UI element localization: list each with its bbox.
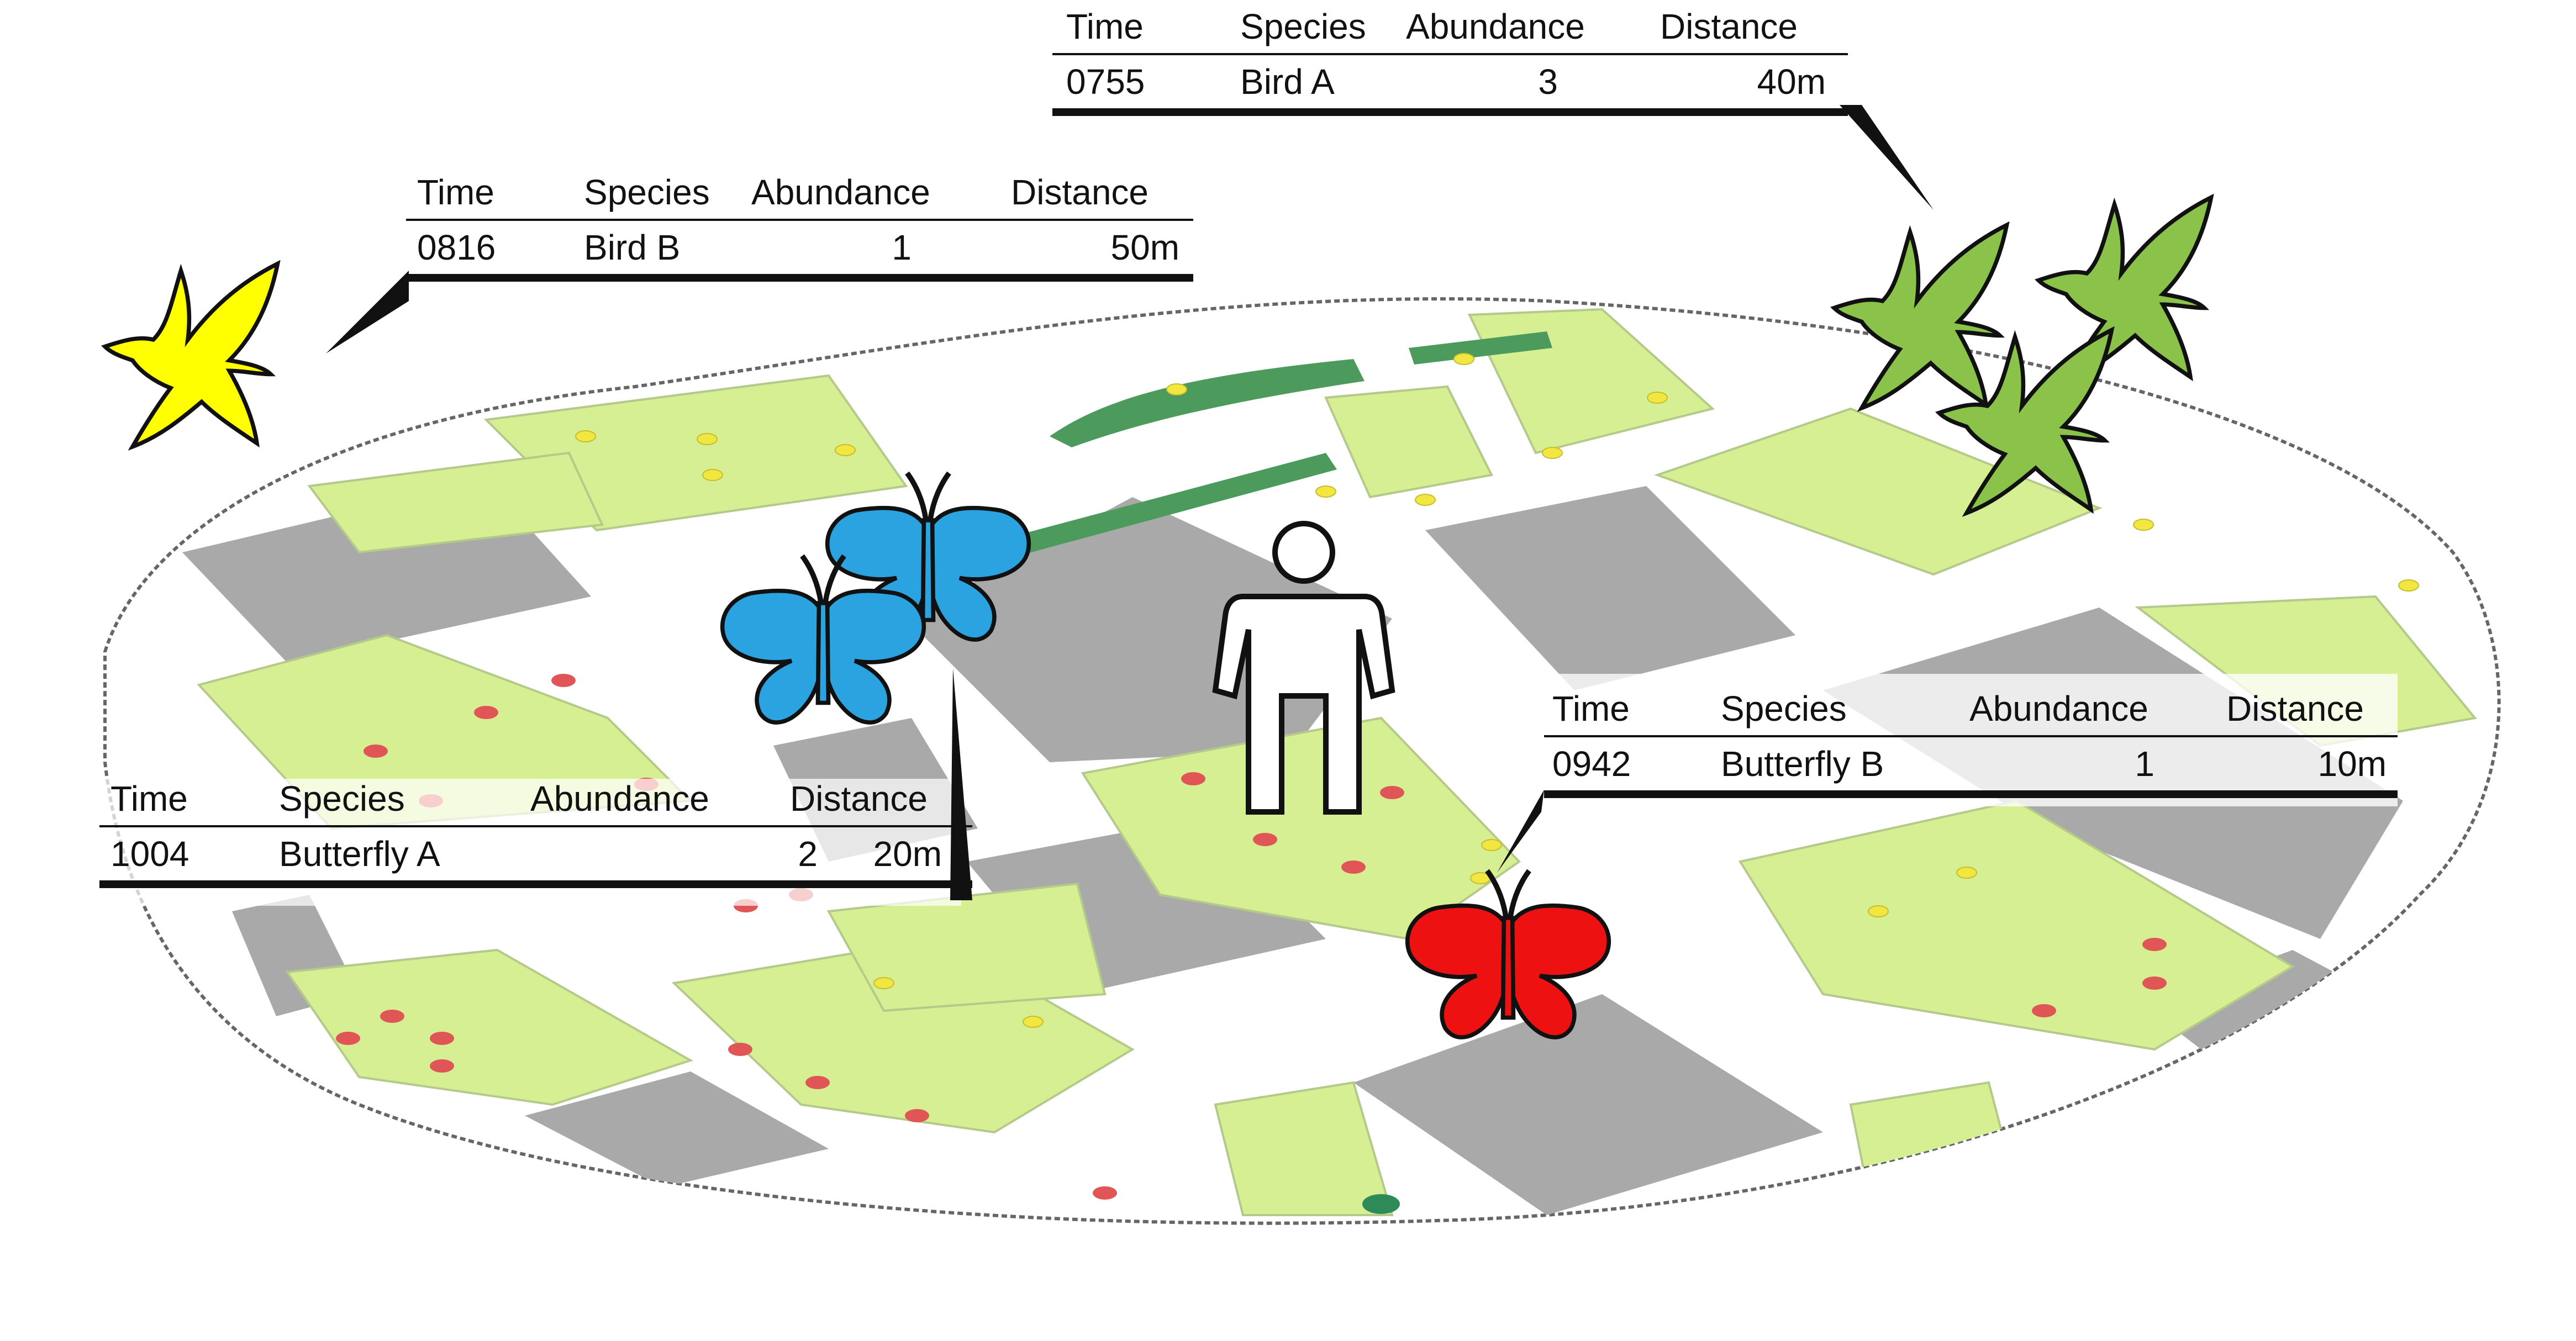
table-bird-b: Time Species Abundance Distance 0816 Bir…: [406, 166, 1193, 282]
park: [285, 948, 693, 1106]
dark-green-strip: [994, 453, 1337, 558]
table-butterfly-b: Time Species Abundance Distance 0942 But…: [1544, 682, 2398, 798]
table-header: Time Species Abundance Distance: [406, 166, 1193, 221]
header-distance: Distance: [1011, 172, 1149, 212]
bird-icon-b: [105, 264, 278, 447]
header-abundance: Abundance: [530, 779, 709, 819]
cell-time: 1004: [110, 834, 189, 874]
header-species: Species: [1240, 7, 1366, 46]
park: [1324, 385, 1493, 499]
park: [1653, 407, 2103, 576]
map-ellipse: [103, 297, 2501, 1225]
building: [2143, 950, 2375, 1077]
cell-abundance: 3: [1538, 62, 1558, 102]
header-distance: Distance: [790, 779, 928, 819]
header-abundance: Abundance: [1406, 7, 1585, 46]
callout-pointer: [950, 668, 972, 900]
park: [826, 882, 1107, 1012]
callout-pointer: [1840, 105, 1934, 210]
cell-abundance: 1: [892, 228, 912, 267]
yellow-dots: [575, 353, 2419, 1028]
table-bird-a: Time Species Abundance Distance 0755 Bir…: [1052, 0, 1848, 116]
cell-species: Bird B: [584, 228, 681, 267]
building: [1425, 486, 1795, 690]
cell-species: Butterfly A: [279, 834, 440, 874]
cell-distance: 10m: [2317, 744, 2387, 784]
header-time: Time: [1066, 7, 1144, 46]
cell-distance: 40m: [1757, 62, 1826, 102]
table-row: 0942 Butterfly B 1 10m: [1544, 737, 2398, 798]
header-species: Species: [584, 172, 710, 212]
header-species: Species: [1721, 689, 1847, 728]
callout-pointer: [1497, 790, 1544, 873]
header-abundance: Abundance: [751, 172, 930, 212]
table-row: 0816 Bird B 1 50m: [406, 221, 1193, 282]
table-row: 1004 Butterfly A 2 20m: [99, 827, 972, 888]
cell-distance: 50m: [1110, 228, 1180, 267]
header-species: Species: [279, 779, 405, 819]
dark-green-dot: [1362, 1194, 1400, 1214]
table-butterfly-a: Time Species Abundance Distance 1004 But…: [99, 772, 972, 888]
bird-icon-a2: [2038, 198, 2211, 381]
park: [1214, 1081, 1394, 1216]
table-row: 0755 Bird A 3 40m: [1052, 55, 1848, 116]
building: [1353, 994, 1823, 1215]
table-shade: [1547, 674, 2398, 806]
table-header: Time Species Abundance Distance: [1544, 682, 2398, 737]
cell-species: Butterfly B: [1721, 744, 1884, 784]
header-distance: Distance: [1660, 7, 1798, 46]
cell-species: Bird A: [1240, 62, 1335, 102]
cell-time: 0942: [1552, 744, 1631, 784]
table-header: Time Species Abundance Distance: [1052, 0, 1848, 55]
building: [525, 1071, 829, 1187]
park: [307, 451, 604, 554]
header-time: Time: [417, 172, 494, 212]
table-header: Time Species Abundance Distance: [99, 772, 972, 827]
dark-green-strip: [1050, 359, 1365, 447]
cell-time: 0755: [1066, 62, 1145, 102]
header-distance: Distance: [2226, 689, 2364, 728]
observer-icon: [1212, 521, 1395, 815]
cell-abundance: 1: [2135, 744, 2154, 784]
header-abundance: Abundance: [1969, 689, 2148, 728]
cell-abundance: 2: [798, 834, 818, 874]
cell-distance: 20m: [873, 834, 942, 874]
cell-time: 0816: [417, 228, 496, 267]
callout-pointer: [326, 271, 409, 353]
header-time: Time: [1552, 689, 1630, 728]
header-time: Time: [110, 779, 188, 819]
dark-green-strip: [1409, 331, 1552, 365]
